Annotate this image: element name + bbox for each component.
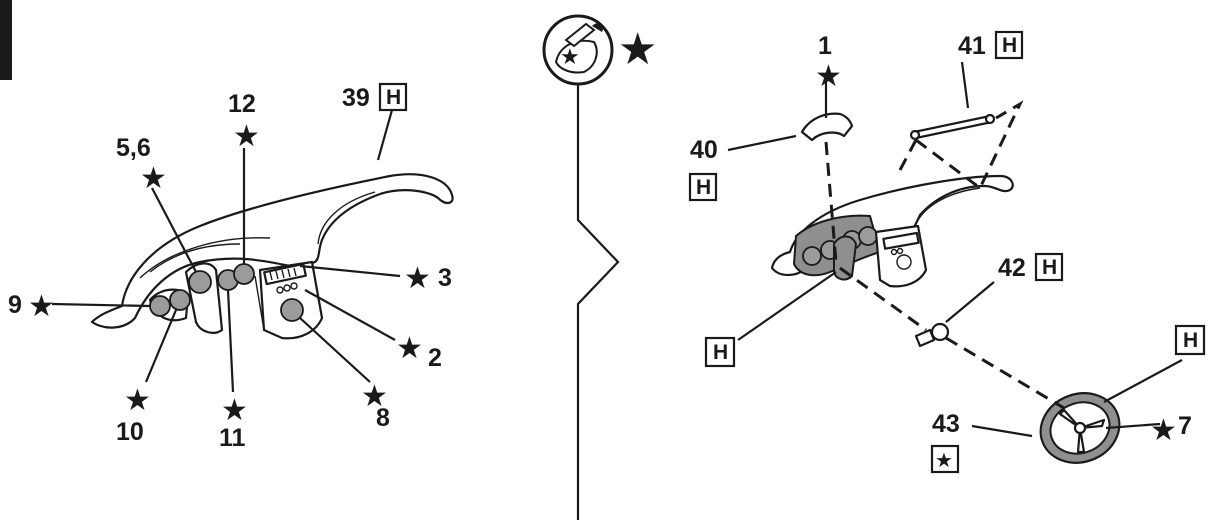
svg-text:2: 2 <box>428 344 442 372</box>
callout-40: 40 H <box>688 136 718 202</box>
step-divider <box>576 84 620 520</box>
h-box-icon <box>378 82 408 112</box>
svg-text:40: 40 <box>690 136 718 164</box>
star-icon: ★ <box>396 331 423 366</box>
star-icon: ★ <box>404 261 431 296</box>
callout-39: 39 H <box>342 82 408 112</box>
callout-3: ★ 3 <box>404 261 452 296</box>
gauge-9 <box>149 295 171 317</box>
star-icon: ★ <box>221 393 248 428</box>
svg-text:H: H <box>1183 329 1198 352</box>
callout-2: ★ 2 <box>396 331 442 372</box>
callout-41: 41 H <box>958 30 1024 60</box>
svg-text:10: 10 <box>116 418 144 446</box>
callout-body-h: H <box>704 336 736 368</box>
callout-10: ★ 10 <box>116 383 151 446</box>
callout-9: 9 ★ <box>8 289 55 324</box>
svg-text:7: 7 <box>1178 412 1192 440</box>
part-42-knob <box>914 328 936 348</box>
left-dashboard-assembly <box>90 173 454 340</box>
assembly-dashed-lines <box>824 100 1065 410</box>
callout-wheel-h: H <box>1174 324 1206 356</box>
gauge-10 <box>169 289 191 311</box>
svg-text:8: 8 <box>376 404 390 432</box>
part-43-steering-wheel <box>1039 392 1121 464</box>
svg-text:H: H <box>386 86 401 109</box>
callout-12: 12 ★ <box>228 90 260 154</box>
right-leader-lines <box>727 61 1183 438</box>
star-icon: ★ <box>618 24 657 75</box>
callout-11: ★ 11 <box>219 393 248 452</box>
left-leader-lines <box>51 109 401 393</box>
callout-43: 43 ★ <box>930 410 960 474</box>
svg-text:H: H <box>1002 34 1017 57</box>
svg-text:11: 11 <box>219 424 246 452</box>
page-tab-marker <box>0 0 12 80</box>
star-icon: ★ <box>124 383 151 418</box>
h-box-icon <box>1174 324 1206 356</box>
svg-text:H: H <box>696 176 711 199</box>
star-icon: ★ <box>28 289 55 324</box>
star-icon: ★ <box>1150 413 1177 448</box>
star-box-icon <box>930 444 960 474</box>
gauge-8 <box>280 298 304 322</box>
svg-text:39: 39 <box>342 84 370 112</box>
svg-text:43: 43 <box>932 410 960 438</box>
svg-text:41: 41 <box>958 32 986 60</box>
callout-5-6: 5,6 ★ <box>116 134 167 196</box>
dashboard-body <box>90 173 454 329</box>
svg-text:H: H <box>713 341 728 364</box>
h-box-icon <box>688 172 718 202</box>
callout-1: 1 ★ <box>815 32 842 94</box>
star-icon: ★ <box>140 161 167 196</box>
star-icon: ★ <box>361 379 388 414</box>
star-icon: ★ <box>233 119 260 154</box>
h-box-icon <box>704 336 736 368</box>
svg-text:5,6: 5,6 <box>116 134 151 162</box>
svg-text:12: 12 <box>228 90 256 118</box>
h-box-icon <box>1034 252 1064 282</box>
svg-text:★: ★ <box>935 448 953 472</box>
part-41-rod <box>912 114 994 140</box>
paint-step-header: ★ ★ <box>542 14 657 86</box>
callout-7: ★ 7 <box>1150 412 1192 448</box>
star-icon: ★ <box>815 59 842 94</box>
gauge-12 <box>233 263 255 285</box>
star-icon: ★ <box>560 45 580 70</box>
svg-text:9: 9 <box>8 291 22 319</box>
callout-42: 42 H <box>998 252 1064 282</box>
svg-text:42: 42 <box>998 254 1026 282</box>
svg-text:1: 1 <box>818 32 832 60</box>
h-box-icon <box>994 30 1024 60</box>
svg-text:H: H <box>1042 256 1057 279</box>
gauge-5-6 <box>188 270 212 294</box>
svg-text:3: 3 <box>438 264 452 292</box>
callout-8: ★ 8 <box>361 379 390 432</box>
